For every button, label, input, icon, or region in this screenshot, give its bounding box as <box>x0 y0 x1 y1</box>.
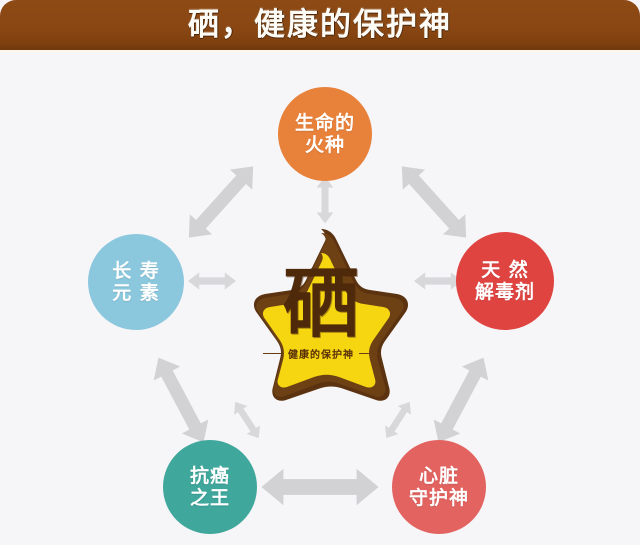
spoke-arrow-detox <box>414 272 462 290</box>
diagram-stage: 生命的 火种 天 然 解毒剂 心脏 守护神 抗癌 之王 长 寿 元 素 <box>0 52 640 545</box>
node-heart-guardian-line1: 心脏 <box>418 464 459 487</box>
node-natural-detox-line1: 天 然 <box>481 258 529 281</box>
center-star-badge[interactable]: 硒 健康的保护神 <box>228 220 414 406</box>
node-anticancer-king-line1: 抗癌 <box>189 464 230 487</box>
node-natural-detox-line2: 解毒剂 <box>474 281 535 303</box>
banner-underline <box>0 50 640 52</box>
node-natural-detox[interactable]: 天 然 解毒剂 <box>456 232 554 330</box>
node-anticancer-king[interactable]: 抗癌 之王 <box>163 440 257 534</box>
star-shape <box>253 229 409 401</box>
node-life-spark[interactable]: 生命的 火种 <box>278 87 372 181</box>
node-life-spark-line2: 火种 <box>304 134 345 156</box>
ring-arrow-detox-heart <box>425 350 497 450</box>
node-heart-guardian[interactable]: 心脏 守护神 <box>392 440 486 534</box>
node-longevity-element-line2: 元 素 <box>112 282 160 304</box>
node-longevity-element[interactable]: 长 寿 元 素 <box>88 234 184 330</box>
node-life-spark-line1: 生命的 <box>294 111 355 134</box>
header-banner: 硒，健康的保护神 <box>0 0 640 50</box>
node-heart-guardian-line2: 守护神 <box>408 487 469 509</box>
node-longevity-element-line1: 长 寿 <box>112 259 160 282</box>
spoke-arrow-life <box>316 176 334 224</box>
ring-arrow-cancer-heart <box>261 468 379 506</box>
ring-arrow-longevity-cancer <box>145 350 217 450</box>
page-title: 硒，健康的保护神 <box>188 6 452 43</box>
node-anticancer-king-line2: 之王 <box>189 487 230 509</box>
